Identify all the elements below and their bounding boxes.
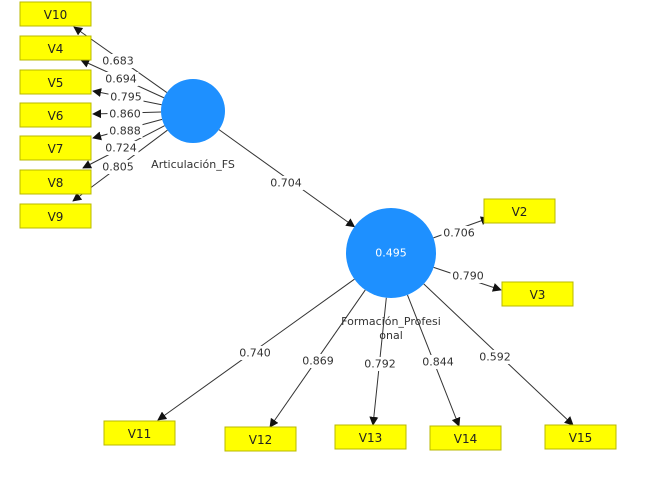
loading-label-v3-bg <box>450 269 486 283</box>
loading-label-v6-text: 0.860 <box>109 108 141 121</box>
loading-label-v2: 0.706 <box>441 226 477 240</box>
loading-label-v15-bg <box>477 350 513 364</box>
indicator-box <box>334 424 407 450</box>
indicator-label: V11 <box>128 427 151 441</box>
indicator-label: V12 <box>249 433 272 447</box>
loading-label-v12-text: 0.869 <box>302 355 334 368</box>
loading-label-v4-bg <box>103 72 139 86</box>
loading-label-v10: 0.683 <box>100 54 136 68</box>
indicator-v5[interactable]: V5 <box>19 69 92 95</box>
loading-label-v7-bg <box>107 124 143 138</box>
loading-label-v2-bg <box>441 226 477 240</box>
indicator-label: V9 <box>48 210 64 224</box>
indicator-label: V3 <box>530 288 546 302</box>
indicator-label: V14 <box>454 432 477 446</box>
indicator-box <box>19 203 92 229</box>
loading-label-v15-text: 0.592 <box>479 351 511 364</box>
loading-label-v5-text: 0.795 <box>110 91 142 104</box>
construct-articulacion[interactable]: Articulación_FS <box>151 79 235 171</box>
loading-label-v13-bg <box>362 357 398 371</box>
indicator-box <box>19 135 92 161</box>
path-coefficient-label-bg <box>268 176 304 190</box>
indicator-v14[interactable]: V14 <box>429 425 502 451</box>
loading-label-v14: 0.844 <box>420 355 456 369</box>
indicator-label: V7 <box>48 142 64 156</box>
construct-name: Formación_Profesi <box>341 315 441 328</box>
indicator-v15[interactable]: V15 <box>544 424 617 450</box>
loading-label-v11-bg <box>237 346 273 360</box>
indicator-box <box>483 198 556 224</box>
indicator-box <box>103 420 176 446</box>
indicator-label: V13 <box>359 431 382 445</box>
indicator-v8[interactable]: V8 <box>19 169 92 195</box>
indicator-box <box>544 424 617 450</box>
indicator-v13[interactable]: V13 <box>334 424 407 450</box>
indicator-label: V8 <box>48 176 64 190</box>
loading-label-v8-text: 0.724 <box>105 142 137 155</box>
loading-label-v15: 0.592 <box>477 350 513 364</box>
indicator-v10[interactable]: V10 <box>19 1 92 27</box>
loading-label-v5-bg <box>108 90 144 104</box>
loading-label-v11: 0.740 <box>237 346 273 360</box>
indicator-box <box>19 169 92 195</box>
loading-label-v13: 0.792 <box>362 357 398 371</box>
indicator-label: V5 <box>48 76 64 90</box>
indicator-label: V10 <box>44 8 67 22</box>
indicator-label: V15 <box>569 431 592 445</box>
loading-label-v2-text: 0.706 <box>443 227 475 240</box>
construct-circle <box>346 208 436 298</box>
loading-label-v10-bg <box>100 54 136 68</box>
indicator-box <box>19 69 92 95</box>
path-coefficient-label: 0.704 <box>268 176 304 190</box>
construct-name: onal <box>379 329 403 342</box>
indicator-v4[interactable]: V4 <box>19 35 92 61</box>
loading-label-v9-text: 0.805 <box>102 161 134 174</box>
loading-label-v14-text: 0.844 <box>422 356 454 369</box>
indicator-box <box>19 1 92 27</box>
indicator-v7[interactable]: V7 <box>19 135 92 161</box>
indicator-v2[interactable]: V2 <box>483 198 556 224</box>
loading-label-v3: 0.790 <box>450 269 486 283</box>
loading-label-v6: 0.860 <box>107 107 143 121</box>
loading-label-v7-text: 0.888 <box>109 125 141 138</box>
loading-label-v12: 0.869 <box>300 354 336 368</box>
indicator-label: V2 <box>512 205 528 219</box>
indicator-box <box>19 35 92 61</box>
loading-label-v11-text: 0.740 <box>239 347 271 360</box>
indicator-label: V6 <box>48 109 64 123</box>
loading-label-v9-bg <box>100 160 136 174</box>
loading-label-v6-bg <box>107 107 143 121</box>
loading-label-v5: 0.795 <box>108 90 144 104</box>
loading-label-v8-bg <box>103 141 139 155</box>
loading-label-v4-text: 0.694 <box>105 73 137 86</box>
indicator-box <box>224 426 297 452</box>
path-coefficient-label-text: 0.704 <box>270 177 302 190</box>
loading-label-v10-text: 0.683 <box>102 55 134 68</box>
indicator-v6[interactable]: V6 <box>19 102 92 128</box>
loading-label-v4: 0.694 <box>103 72 139 86</box>
indicator-box <box>501 281 574 307</box>
loading-label-v14-bg <box>420 355 456 369</box>
indicator-v11[interactable]: V11 <box>103 420 176 446</box>
indicator-v12[interactable]: V12 <box>224 426 297 452</box>
loading-label-v7: 0.888 <box>107 124 143 138</box>
loading-label-v9: 0.805 <box>100 160 136 174</box>
indicator-v3[interactable]: V3 <box>501 281 574 307</box>
loading-label-v12-bg <box>300 354 336 368</box>
construct-circle <box>161 79 225 143</box>
construct-name: Articulación_FS <box>151 158 235 171</box>
loading-label-v13-text: 0.792 <box>364 358 396 371</box>
indicator-box <box>429 425 502 451</box>
indicator-v9[interactable]: V9 <box>19 203 92 229</box>
indicator-box <box>19 102 92 128</box>
indicator-label: V4 <box>48 42 64 56</box>
loading-label-v3-text: 0.790 <box>452 270 484 283</box>
loading-label-v8: 0.724 <box>103 141 139 155</box>
r-squared-value: 0.495 <box>375 247 407 260</box>
